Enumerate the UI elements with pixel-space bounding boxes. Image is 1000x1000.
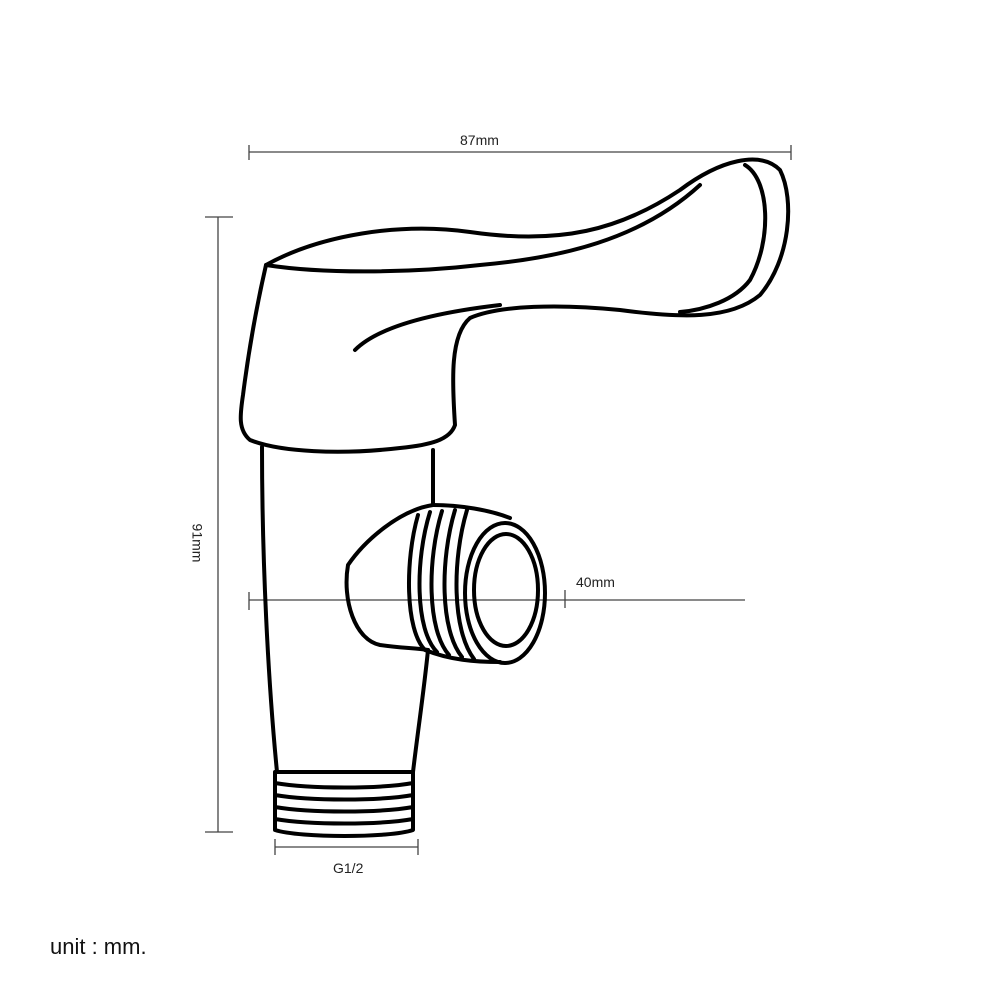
body-left	[260, 445, 279, 774]
outlet-dimension-line	[248, 590, 745, 610]
thread-label: G1/2	[333, 860, 364, 876]
width-dimension-line	[248, 145, 792, 160]
nozzle-threads	[406, 508, 502, 664]
nozzle-cone	[344, 503, 435, 652]
handle	[238, 157, 791, 454]
thread-dimension-line	[274, 839, 419, 855]
unit-note: unit : mm.	[50, 934, 147, 959]
nozzle-top	[431, 503, 512, 520]
dimension-lines	[205, 145, 792, 855]
height-label: 91mm	[189, 523, 206, 563]
width-label: 87mm	[460, 132, 499, 148]
valve-outline	[238, 157, 791, 838]
height-dimension-line	[205, 216, 233, 833]
bottom-thread	[273, 770, 415, 838]
body-right-lower	[411, 648, 430, 774]
nozzle-inner	[472, 532, 540, 648]
handle-top-ridge	[264, 183, 702, 274]
outlet-length-label: 40mm	[576, 574, 615, 590]
handle-tip-inner	[678, 163, 768, 314]
handle-inner-curve	[353, 303, 502, 352]
nozzle-outer	[463, 521, 547, 665]
